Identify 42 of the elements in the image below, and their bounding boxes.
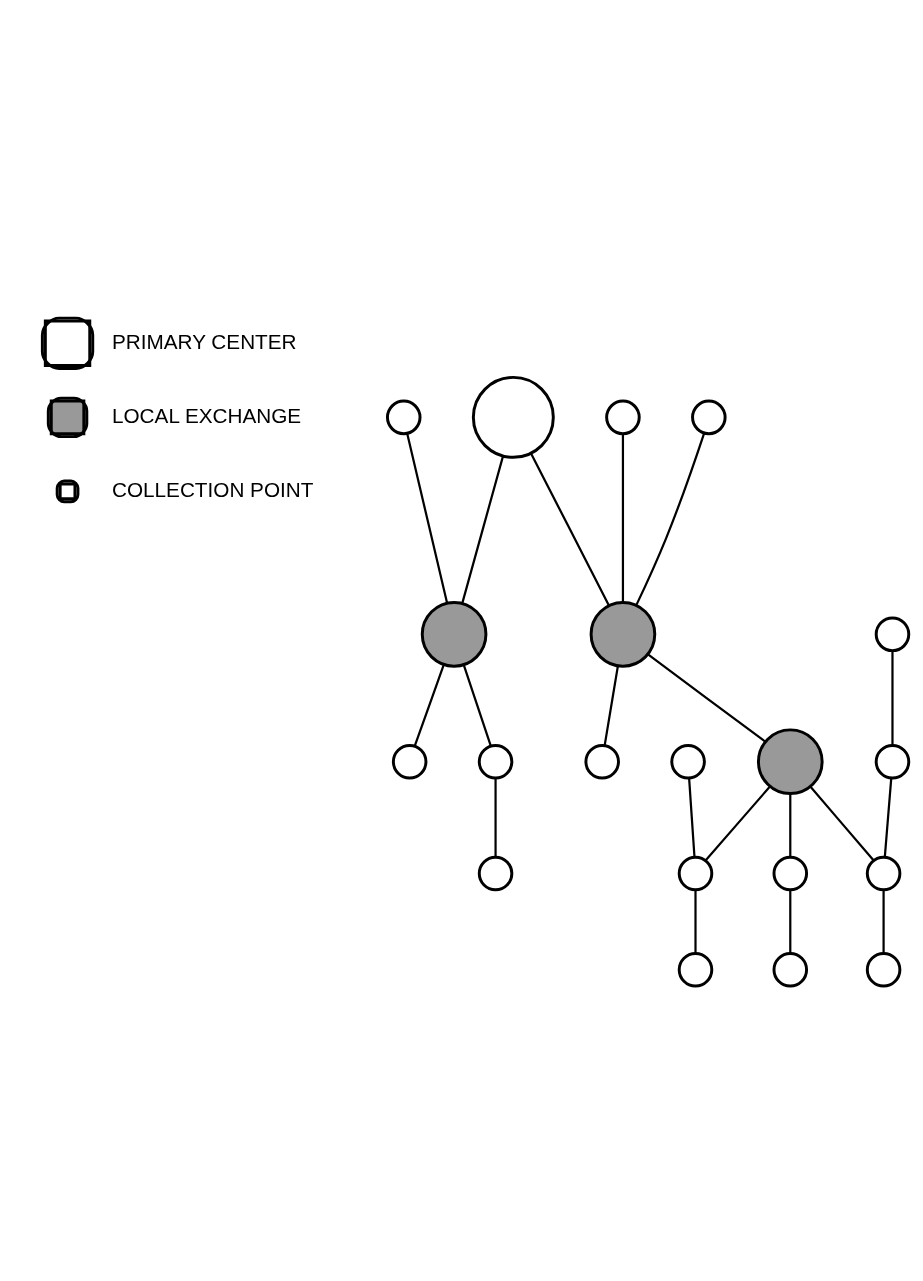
node-circle [670, 743, 706, 779]
node-circle [420, 600, 488, 668]
connector [882, 889, 885, 953]
node-circle [865, 855, 902, 891]
node-circle [471, 375, 555, 459]
node-circle [385, 399, 422, 435]
node-circle [477, 743, 514, 779]
connector [789, 889, 792, 953]
legend-label: PRIMARY CENTER [111, 329, 297, 353]
connector [647, 653, 766, 742]
node-circle [874, 616, 911, 652]
connector [809, 785, 875, 861]
connector [635, 432, 706, 606]
node-circle [691, 399, 727, 435]
connector [704, 785, 771, 861]
connector [406, 432, 449, 603]
node-circle [605, 399, 641, 435]
connector [603, 665, 619, 745]
connector [462, 664, 492, 746]
connector [891, 650, 894, 745]
node-circle [756, 727, 824, 795]
node-circle [772, 951, 809, 988]
connector [883, 777, 893, 857]
node-circle [477, 855, 514, 891]
connector [413, 663, 445, 746]
connector [789, 793, 792, 857]
legend-label: LOCAL EXCHANGE [111, 403, 302, 427]
connector [494, 777, 497, 857]
connector [621, 433, 625, 602]
connector [530, 452, 610, 606]
node-circle [772, 855, 809, 891]
node-circle [677, 855, 714, 891]
node-circle [584, 743, 620, 779]
connector [688, 777, 696, 857]
connector [694, 889, 697, 953]
node-circle [874, 743, 911, 779]
node-circle [391, 743, 428, 779]
node-circle [589, 600, 657, 668]
node-circle [677, 951, 714, 988]
node-circle [865, 951, 902, 988]
connector [461, 455, 505, 603]
legend-label: COLLECTION POINT [111, 477, 314, 501]
